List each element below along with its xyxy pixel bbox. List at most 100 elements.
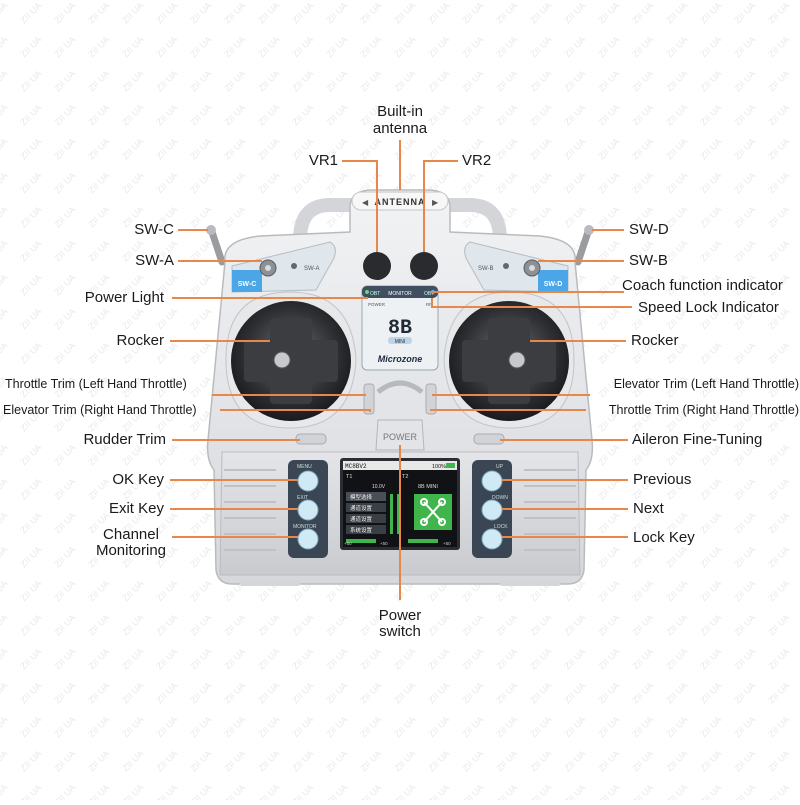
vr2-knob[interactable] [410,252,438,280]
right-stick[interactable] [508,351,526,369]
label-antenna-line2: antenna [372,120,428,137]
label-exit-key: Exit Key [108,500,164,517]
lcd-bottom-bar-left [346,539,376,543]
switch-swd-lever[interactable] [574,225,594,266]
right-foot [500,580,560,586]
left-key-label-2: MONITOR [293,524,317,530]
lcd-menu-item-1-bg [346,503,386,512]
label-vr2: VR2 [462,152,492,169]
rudder-trim[interactable] [295,433,327,445]
label-antenna-line1: Built-in [377,103,423,120]
next-key-button[interactable] [481,499,503,521]
swc-badge-text: SW-C [238,281,257,288]
power-button-text: POWER [383,432,418,442]
label-rocker-left: Rocker [116,332,164,349]
right-key-label-0: UP [496,464,504,470]
label-rocker-right: Rocker [631,332,679,349]
swa-panel-text: SW-A [304,266,320,272]
right-key-label-1: DOWN [492,495,508,501]
right-swd-badge [538,270,568,292]
lcd-voltage: 10.0V [372,484,386,490]
lcd-menu-item-0-bg [346,492,386,501]
panel-power-text: POWER [368,302,386,307]
model-sub-text: MINI [395,339,406,345]
vr1-knob[interactable] [363,252,391,280]
lcd-value-left: +50 [344,541,352,546]
exit-key-button[interactable] [297,499,319,521]
panel-top-strip [362,286,438,298]
lcd-t1: T1 [346,474,352,480]
lock-key-button[interactable] [481,528,503,550]
label-speed-lock: Speed Lock Indicator [638,299,779,316]
label-elevator-trim-right: Elevator Trim (Right Hand Throttle) [3,403,197,417]
label-channel-line1: Channel [103,526,159,543]
lcd-menu-item-2-bg [346,514,386,523]
lcd-battery: 100% [432,464,446,470]
power-light-led [365,290,369,294]
throttle-trim-left[interactable] [363,383,375,415]
ok-key-button[interactable] [297,470,319,492]
drone-icon [420,498,446,526]
label-channel-line2: Monitoring [95,542,167,559]
brand-logo: Microzone [378,354,423,364]
lcd-menu-item-1[interactable]: 通道设置 [350,504,373,512]
previous-key-button[interactable] [481,470,503,492]
panel-top-mid-text: MONITOR [388,291,412,297]
lcd-menu-item-3-bg [346,525,386,534]
label-vr1: VR1 [308,152,338,169]
monitor-key-button[interactable] [297,528,319,550]
label-power-line1: Power [378,607,422,624]
switch-swb[interactable] [523,259,541,277]
elevator-trim-right-side[interactable] [425,383,437,415]
power-button[interactable] [375,419,425,451]
label-power-line2: switch [379,623,421,640]
swa-screw [291,263,297,269]
lcd-value-mid: +50 [380,541,388,546]
left-key-label-0: MENU [297,464,312,470]
panel-top-right-text: OBT [424,291,434,297]
leader-lines [170,140,632,600]
antenna-right-arrow: ▶ [432,198,439,207]
antenna-badge-text: ANTENNA [375,197,426,207]
label-rudder-trim: Rudder Trim [83,431,166,448]
lcd-battery-icon [446,463,455,468]
panel-top-left-text: OBT [370,291,380,297]
left-foot [240,580,300,586]
label-ok-key: OK Key [112,471,164,488]
panel-rf-text: RF [426,302,432,307]
switch-swc-lever[interactable] [206,225,226,266]
label-aileron: Aileron Fine-Tuning [632,431,763,448]
lcd-menu-item-2[interactable]: 通道设置 [350,515,373,523]
left-stick[interactable] [273,351,291,369]
lcd-menu-item-3[interactable]: 系统设置 [350,526,373,534]
label-coach-indicator: Coach function indicator [622,277,783,294]
lcd-model-name: MC8BV2 [345,463,367,470]
side-grip-ridges [224,469,576,551]
switch-swa[interactable] [259,259,277,277]
label-swd: SW-D [629,221,669,238]
swd-badge-text: SW-D [544,281,563,288]
label-swc: SW-C [134,221,174,238]
leader-vr1 [342,160,378,252]
model-number: 8B [388,317,412,340]
lcd-menu-item-0[interactable]: 模型选择 [350,493,373,501]
lcd-t2: T2 [402,474,408,480]
left-gimbal-cross-v [270,318,312,404]
leader-vr2 [423,160,458,252]
label-throttle-trim-left: Throttle Trim (Left Hand Throttle) [5,377,187,391]
lcd-level-bar-left [390,494,393,534]
center-trim-arc [376,380,424,394]
left-swc-badge [232,270,262,292]
leader-speed-lock [431,298,632,308]
lcd-value-right: +50 [443,541,451,546]
lcd-level-bar-right [397,494,400,534]
label-previous: Previous [633,471,692,488]
label-lock-key: Lock Key [633,529,695,546]
aileron-trim[interactable] [473,433,505,445]
leader-elevator-trim-right [220,409,371,412]
swb-screw [503,263,509,269]
label-next: Next [633,500,664,517]
antenna-left-arrow: ◀ [362,198,369,207]
lcd-model-label: 8B MINI [418,484,438,490]
